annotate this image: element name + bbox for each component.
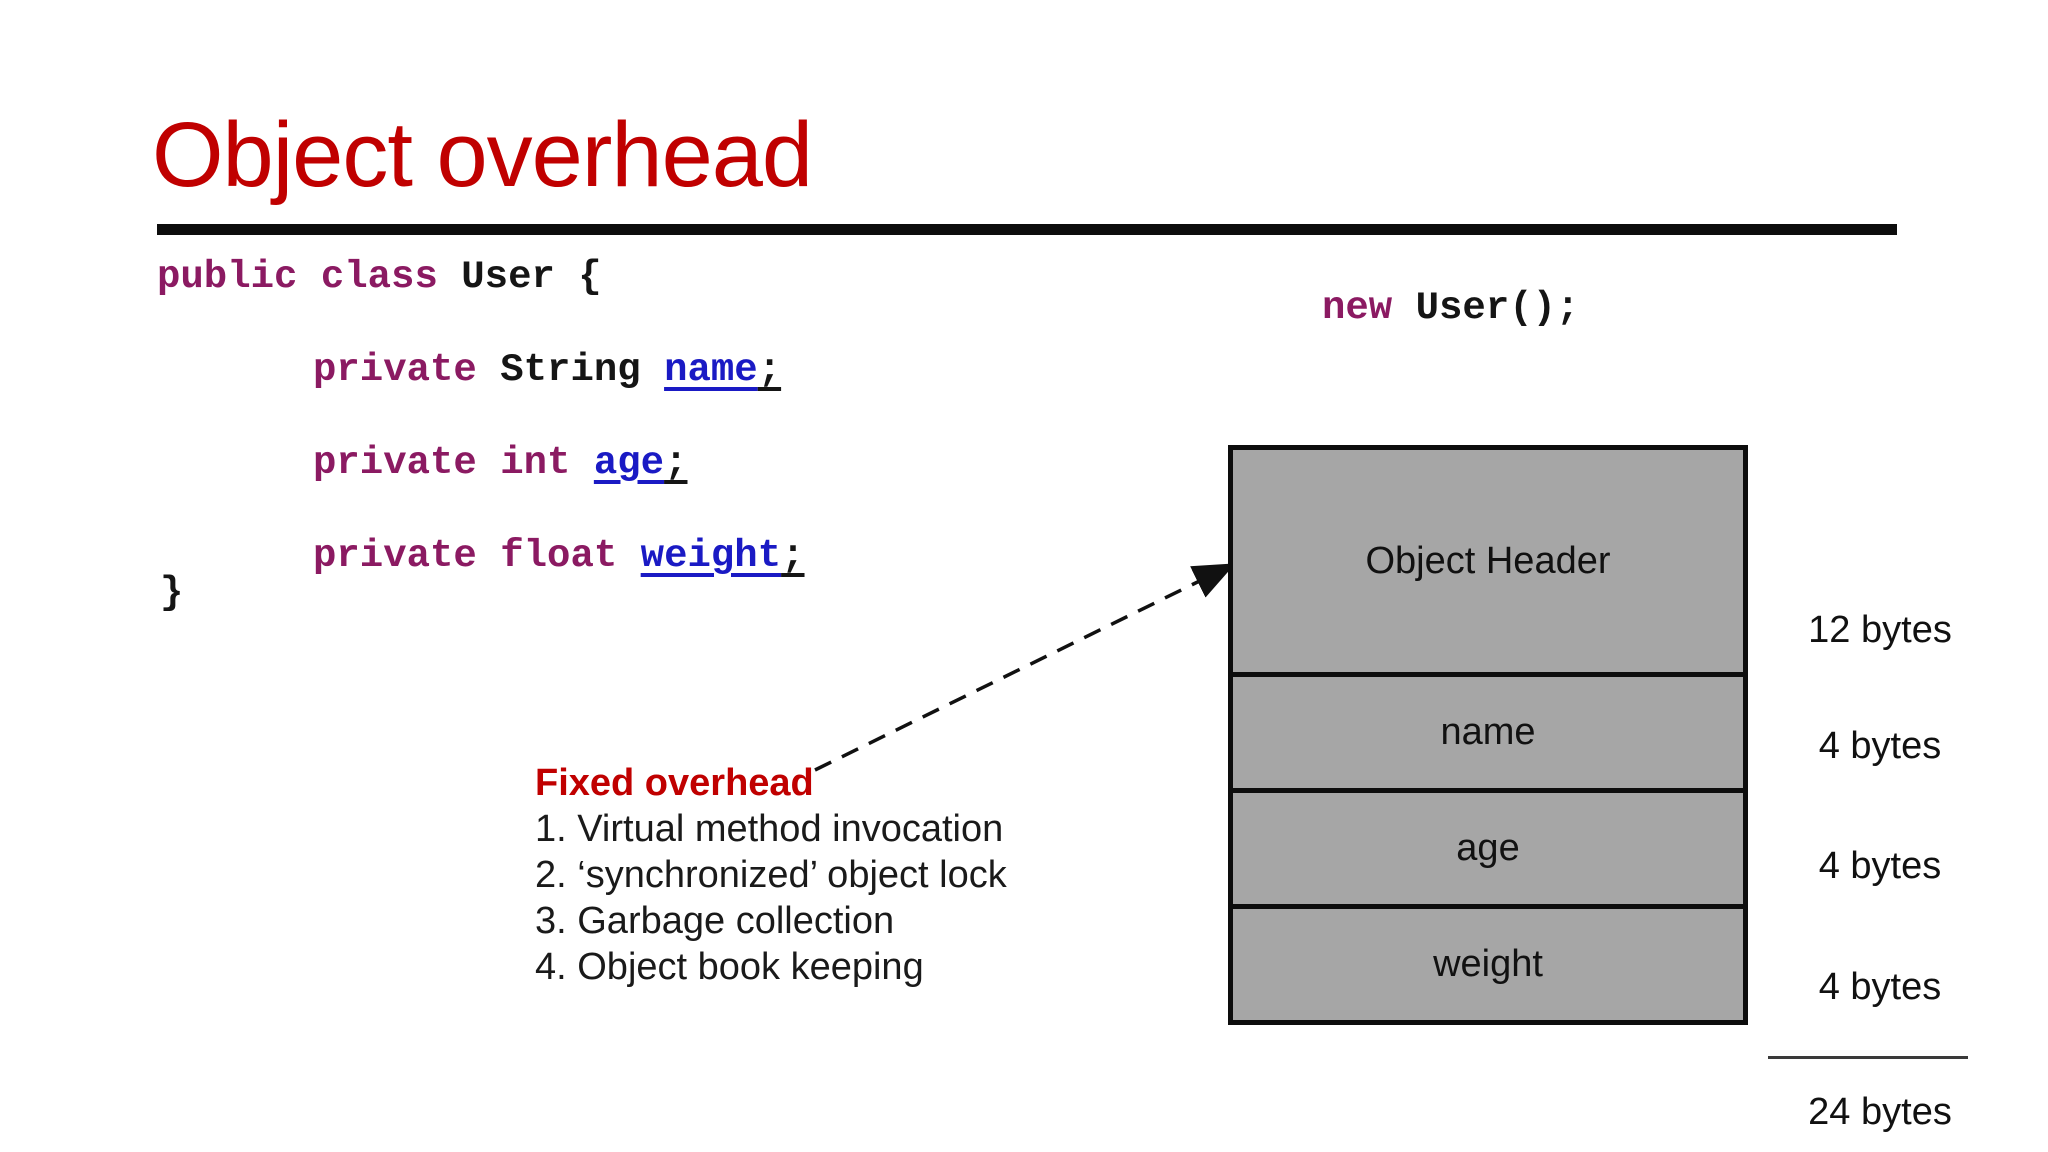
code-field-identifier: age — [593, 441, 665, 485]
fixed-overhead-item: 3. Garbage collection — [535, 900, 895, 942]
code-keyword: float — [500, 534, 618, 578]
memory-row-label: weight — [1433, 943, 1543, 985]
code-semicolon: ; — [757, 348, 782, 392]
code-line-class-declaration: public class User { — [157, 253, 602, 301]
fixed-overhead-item: 4. Object book keeping — [535, 946, 924, 988]
code-text — [617, 534, 640, 578]
code-keyword: new — [1322, 286, 1393, 330]
code-keyword: private — [313, 441, 477, 485]
total-bytes-label: 24 bytes — [1808, 1091, 1952, 1133]
memory-layout-box: Object Header name age weight — [1228, 445, 1748, 1025]
page-title: Object overhead — [152, 104, 813, 206]
byte-size-label: 4 bytes — [1818, 966, 1942, 1008]
memory-row-age: age — [1233, 788, 1743, 904]
code-semicolon: ; — [781, 534, 805, 578]
byte-size-label: 4 bytes — [1818, 845, 1942, 887]
code-line-closing-brace: } — [160, 569, 183, 617]
code-text — [297, 255, 320, 299]
memory-row-label: name — [1440, 711, 1536, 753]
byte-size-label: 12 bytes — [1808, 609, 1952, 651]
code-text: } — [160, 571, 184, 615]
title-underline-rule — [157, 224, 1897, 235]
code-keyword: private — [313, 534, 477, 578]
overhead-arrow — [814, 563, 1236, 772]
memory-row-name: name — [1233, 672, 1743, 788]
code-line-field-age: private int age; — [313, 439, 687, 487]
code-field-identifier: weight — [640, 534, 782, 578]
fixed-overhead-item: 1. Virtual method invocation — [535, 808, 1004, 850]
code-text — [570, 441, 593, 485]
code-keyword: private — [313, 348, 477, 392]
code-field-identifier: name — [664, 348, 758, 392]
code-line-field-name: private String name; — [313, 346, 781, 394]
code-text — [477, 534, 500, 578]
code-line-field-weight: private float weight; — [313, 532, 805, 580]
fixed-overhead-heading: Fixed overhead — [535, 762, 814, 804]
code-keyword: public — [157, 255, 298, 299]
total-sum-rule — [1768, 1056, 1968, 1059]
byte-size-label: 4 bytes — [1818, 725, 1942, 767]
fixed-overhead-block: Fixed overhead 1. Virtual method invocat… — [535, 760, 1007, 990]
code-text: User(); — [1392, 286, 1580, 330]
code-semicolon: ; — [664, 441, 688, 485]
fixed-overhead-item: 2. ‘synchronized’ object lock — [535, 854, 1007, 896]
code-instantiation: new User(); — [1322, 284, 1579, 332]
code-keyword: class — [320, 255, 438, 299]
code-text: String — [476, 348, 665, 392]
code-keyword: int — [500, 441, 571, 485]
memory-row-weight: weight — [1233, 904, 1743, 1020]
memory-row-object-header: Object Header — [1233, 450, 1743, 672]
memory-row-label: Object Header — [1365, 539, 1611, 582]
code-text: User { — [437, 255, 602, 299]
code-text — [477, 441, 500, 485]
memory-row-label: age — [1456, 827, 1520, 869]
